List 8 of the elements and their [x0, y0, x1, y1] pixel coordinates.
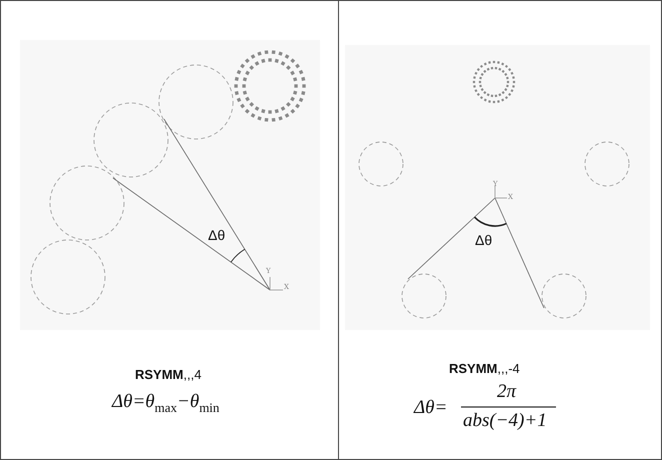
- formula-denominator: abs(−4)+1: [463, 411, 547, 430]
- formula-numerator: 2π: [497, 382, 516, 401]
- formula: Δθ=θ$_{max}$−θ$_{min}$: [112, 392, 220, 414]
- angle-label: Δθ: [475, 233, 492, 247]
- command-text: RSYMM,,,4: [135, 368, 202, 381]
- formula: Δθ=: [414, 398, 448, 417]
- command-text: RSYMM,,,-4: [449, 362, 520, 375]
- angle-label: Δθ: [208, 228, 226, 242]
